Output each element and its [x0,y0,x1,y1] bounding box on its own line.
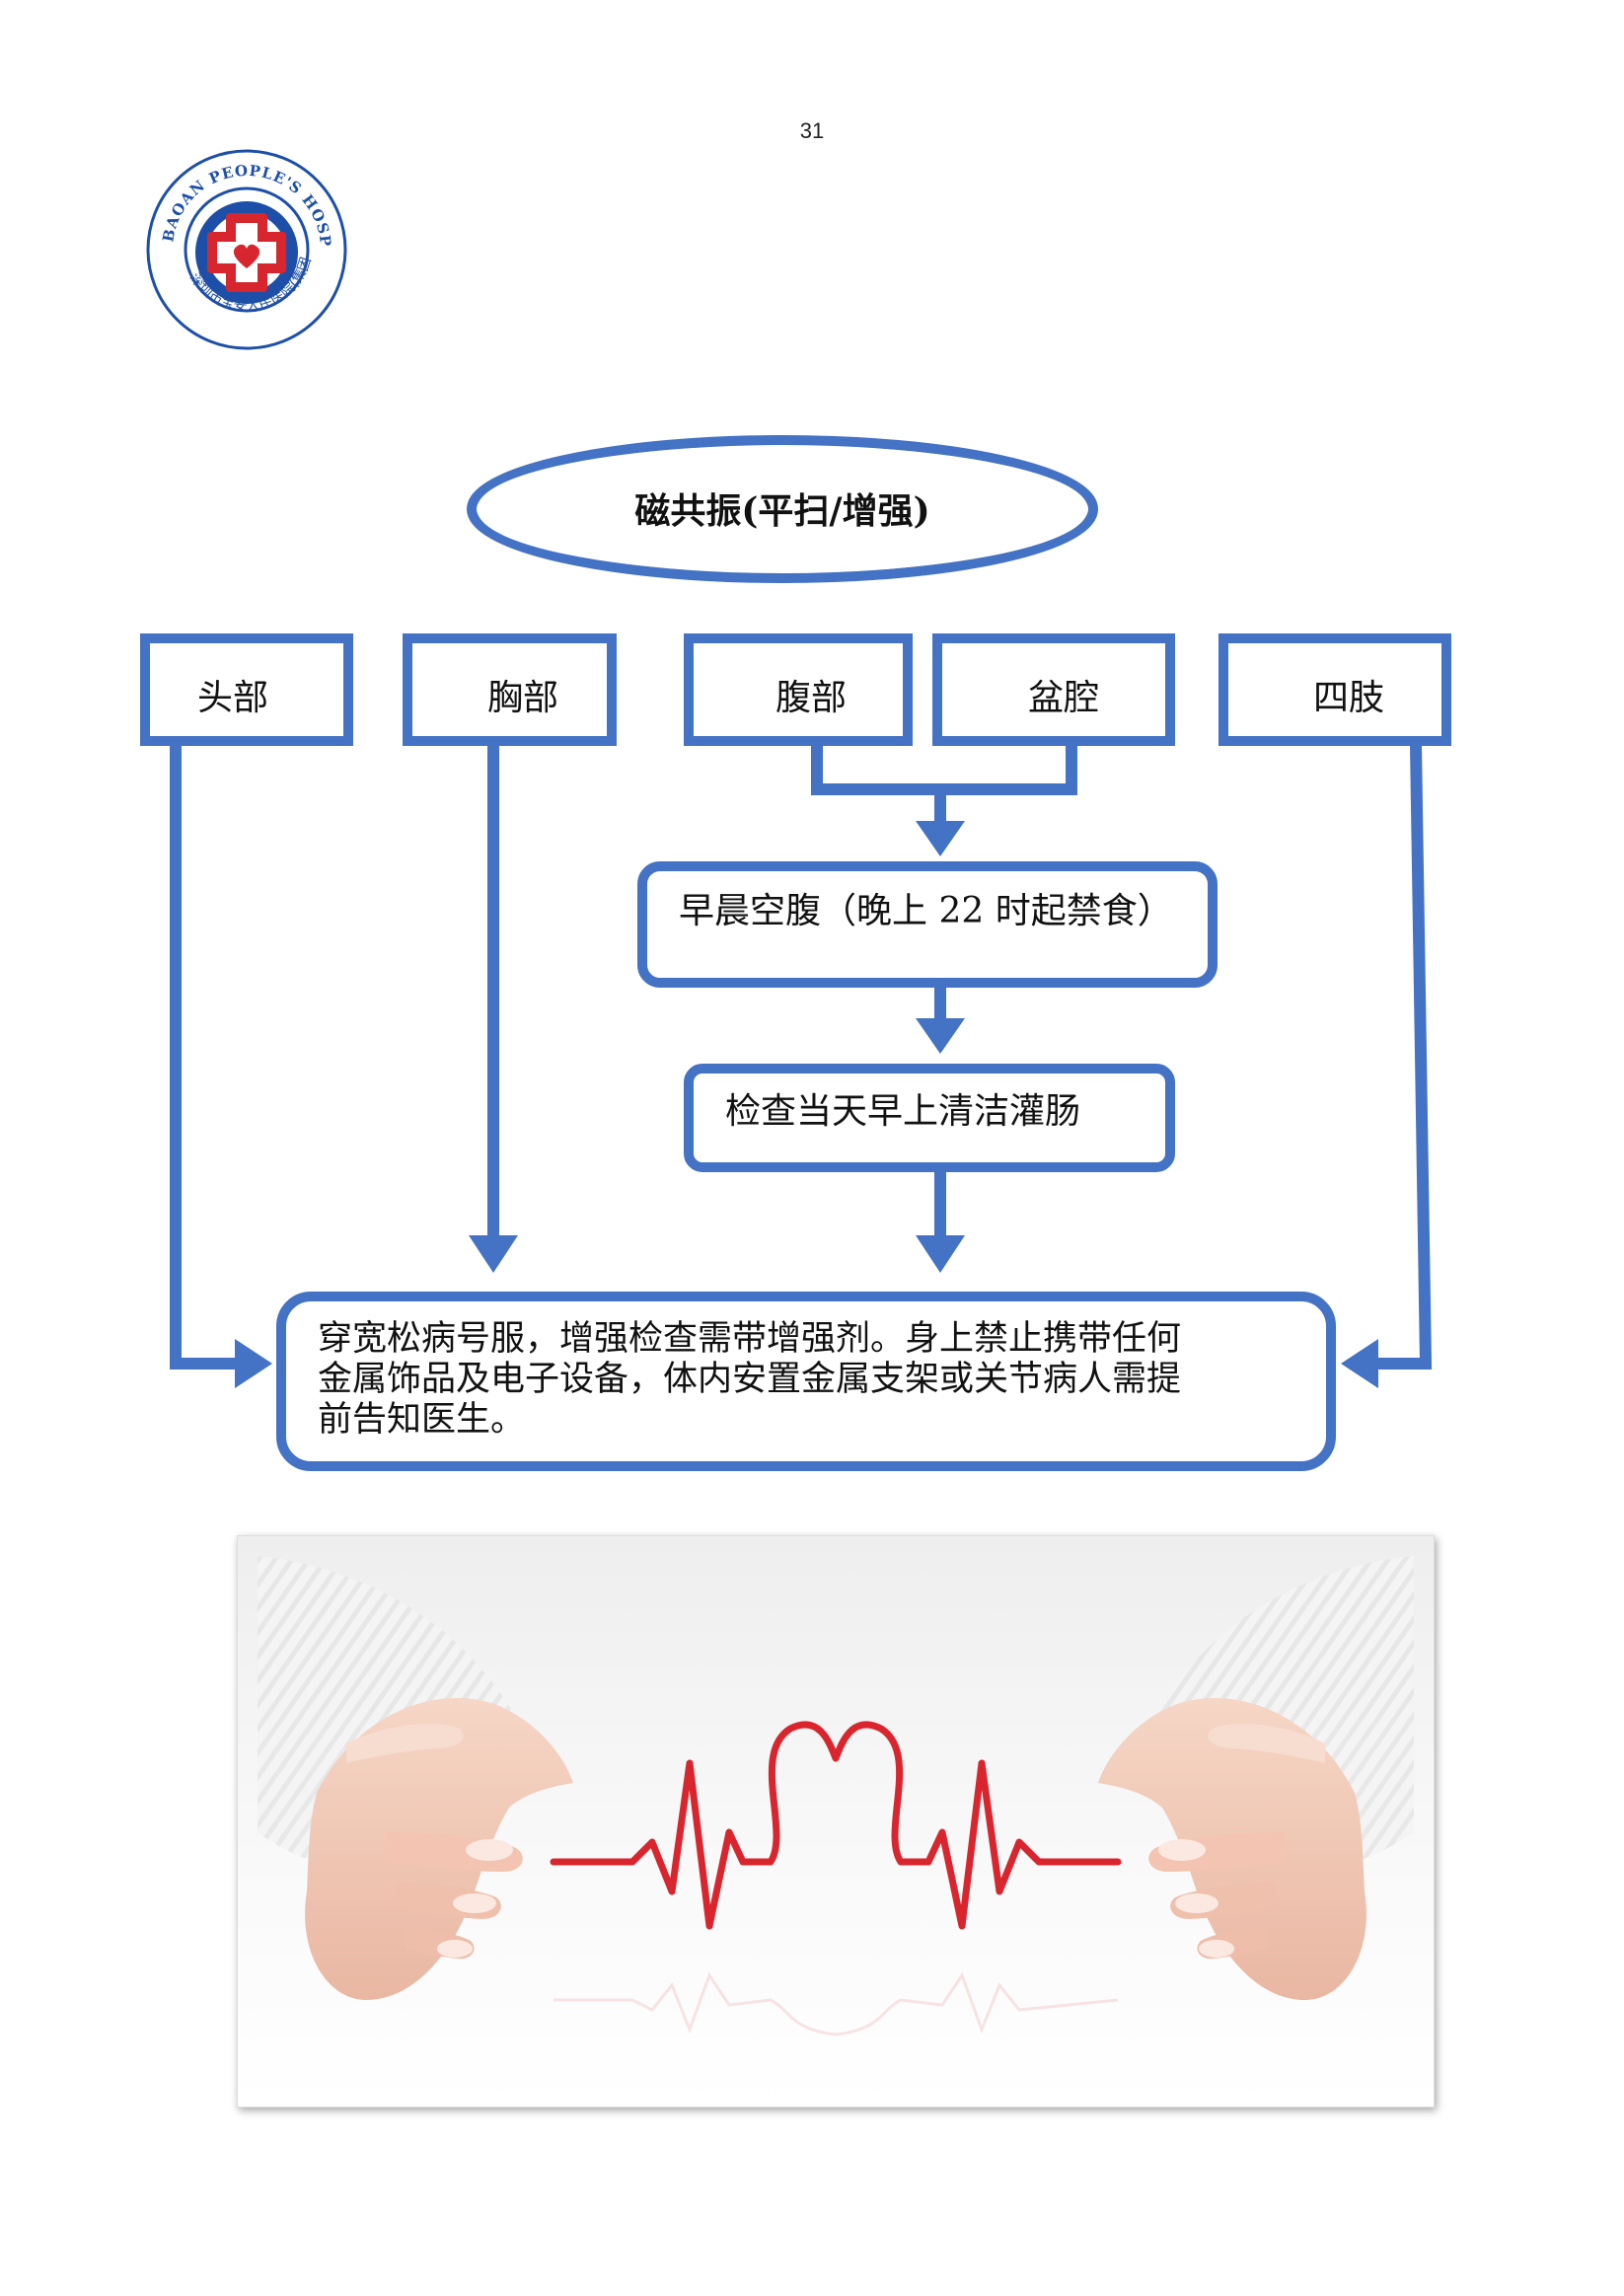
mri-flowchart: 磁共振(平扫/增强) 头部 胸部 腹部 盆腔 四肢 早晨空腹（晚上 22 时起禁… [140,435,1451,1471]
step-fasting-label: 早晨空腹（晚上 22 时起禁食） [679,891,1173,931]
final-note-line: 金属饰品及电子设备，体内安置金属支架或关节病人需提 [318,1360,1181,1399]
category-label: 四肢 [1313,678,1384,718]
arrow-left-icon [1341,1339,1378,1388]
final-note-box: 穿宽松病号服，增强检查需带增强剂。身上禁止携带任何 金属饰品及电子设备，体内安置… [276,1292,1336,1471]
category-box-head: 头部 [140,633,353,746]
arrow-down-icon [916,821,965,856]
category-box-chest: 胸部 [403,633,617,746]
heart-ecg-line [550,1721,1122,2037]
final-note-line: 前告知医生。 [318,1400,525,1440]
merge-connector [811,745,1077,824]
hospital-logo: BAOAN PEOPLE'S HOSPITAL (GROUP) 深圳市宝安人民医… [136,132,350,353]
category-label: 胸部 [487,678,558,718]
category-label: 头部 [197,678,268,718]
step-fasting-box: 早晨空腹（晚上 22 时起禁食） [637,861,1218,988]
arrow-right-icon [235,1339,272,1388]
category-box-pelvis: 盆腔 [932,633,1175,746]
red-cross-icon [207,213,286,292]
flowchart-title: 磁共振(平扫/增强) [634,490,929,532]
category-box-abdomen: 腹部 [684,633,913,746]
right-hand [1098,1698,1366,2000]
arrow-down-icon [916,1018,965,1054]
category-box-limbs: 四肢 [1218,633,1451,746]
title-ellipse: 磁共振(平扫/增强) [467,435,1098,583]
arrow-down-icon [916,1235,965,1273]
category-label: 腹部 [775,678,847,718]
step-enema-label: 检查当天早上清洁灌肠 [725,1091,1080,1132]
step-enema-box: 检查当天早上清洁灌肠 [684,1064,1175,1172]
page-number: 31 [799,118,825,143]
category-label: 盆腔 [1028,678,1099,718]
left-hand [305,1698,573,2000]
arrow-down-icon [469,1235,518,1273]
hands-heart-illustration [237,1535,1435,2108]
final-note-line: 穿宽松病号服，增强检查需带增强剂。身上禁止携带任何 [318,1319,1181,1359]
